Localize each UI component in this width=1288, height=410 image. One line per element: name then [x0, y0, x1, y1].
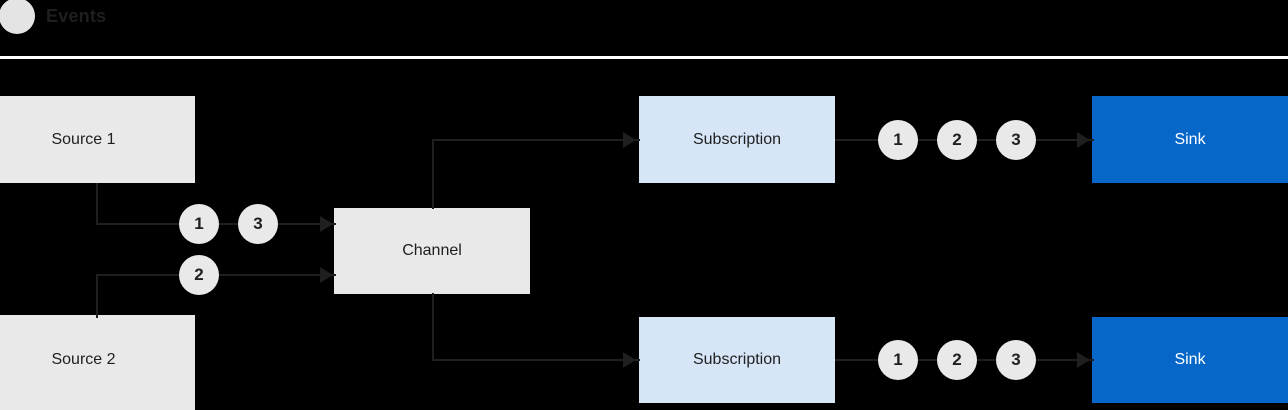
node-sink-2-label: Sink [1174, 351, 1206, 368]
node-channel-label: Channel [402, 242, 462, 259]
edge-channel-subscription1-horizontal [432, 139, 640, 141]
event-badge-sub1-2[interactable]: 2 [937, 120, 977, 160]
node-subscription-1[interactable]: Subscription [639, 96, 835, 183]
event-badge-sub1-1[interactable]: 1 [878, 120, 918, 160]
node-source-2-label: Source 2 [51, 350, 116, 368]
events-legend-label: Events [46, 6, 107, 26]
node-subscription-2[interactable]: Subscription [639, 317, 835, 403]
edge-subscription1-sink1-arrowhead [1077, 132, 1090, 148]
node-subscription-2-label: Subscription [692, 351, 782, 368]
node-sink-2[interactable]: Sink [1092, 317, 1288, 403]
event-badge-source1-3[interactable]: 3 [238, 204, 278, 244]
event-badge-sub2-1[interactable]: 1 [878, 340, 918, 380]
edge-channel-subscription1-arrowhead [623, 132, 636, 148]
edge-source1-channel-arrowhead [320, 216, 333, 232]
node-channel[interactable]: Channel [334, 208, 530, 294]
edge-source2-channel-arrowhead [320, 267, 333, 283]
node-subscription-1-label: Subscription [692, 130, 782, 148]
edge-channel-subscription2-arrowhead [623, 352, 636, 368]
node-source-1-label: Source 1 [51, 130, 116, 148]
node-source-2[interactable]: Source 2 [0, 315, 195, 410]
event-badge-source1-1[interactable]: 1 [179, 204, 219, 244]
events-legend-dot-icon [0, 0, 35, 34]
event-badge-source2-2[interactable]: 2 [179, 255, 219, 295]
edge-subscription2-sink2-arrowhead [1077, 352, 1090, 368]
node-sink-1-label: Sink [1174, 130, 1206, 148]
header-divider [0, 56, 1288, 59]
event-badge-sub1-3[interactable]: 3 [996, 120, 1036, 160]
edge-channel-subscription2-vertical [432, 293, 434, 361]
node-sink-1[interactable]: Sink [1092, 96, 1288, 183]
edge-source2-channel-vertical [96, 274, 98, 318]
edge-source1-channel-vertical [96, 183, 98, 225]
event-badge-sub2-2[interactable]: 2 [937, 340, 977, 380]
node-source-1[interactable]: Source 1 [0, 96, 195, 183]
edge-channel-subscription2-horizontal [432, 359, 640, 361]
event-badge-sub2-3[interactable]: 3 [996, 340, 1036, 380]
edge-channel-subscription1-vertical [432, 139, 434, 209]
